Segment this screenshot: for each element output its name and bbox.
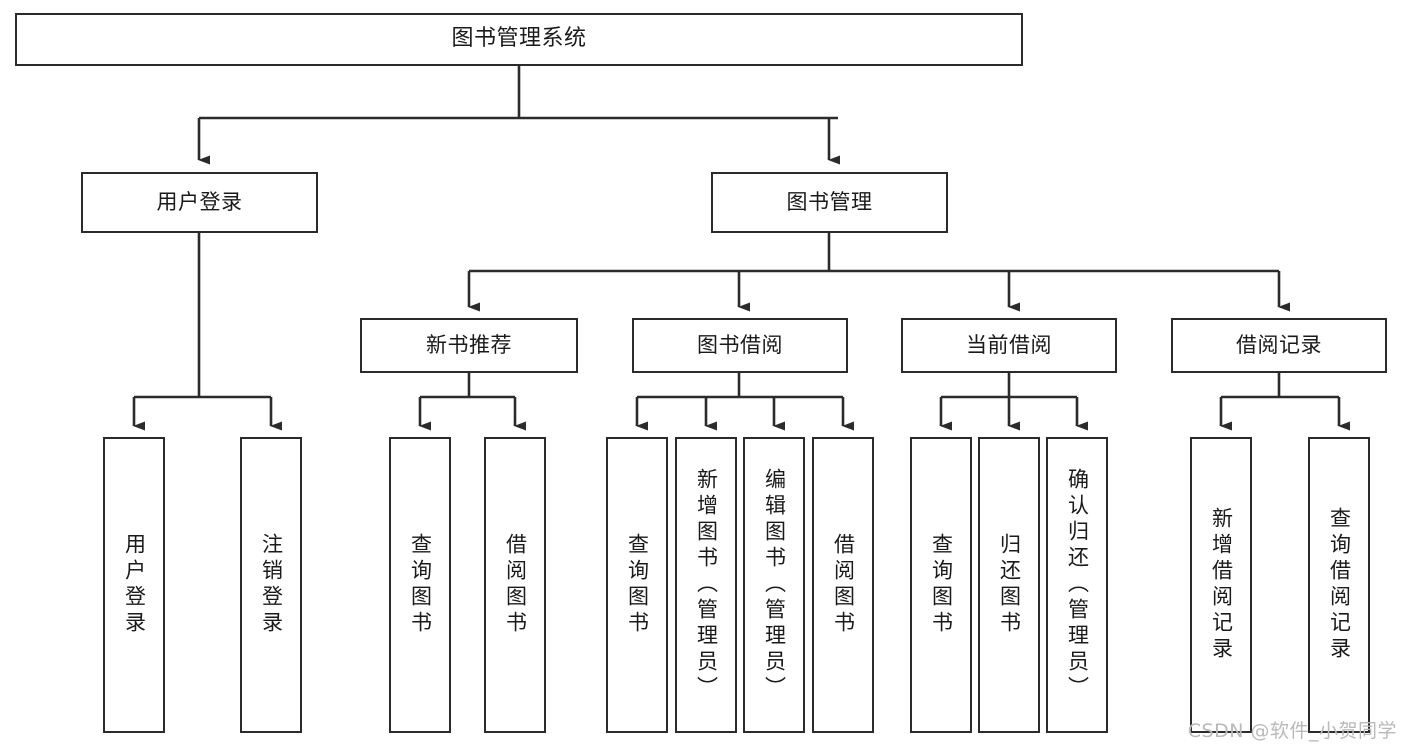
leaf-label: 归还图书 [997, 533, 1022, 637]
node-new-book-recommend[interactable]: 新书推荐 [360, 318, 578, 373]
leaf-label: 新增图书（管理员） [694, 468, 719, 702]
leaf-recommend-query-book[interactable]: 查询图书 [389, 437, 451, 733]
leaf-label: 借阅图书 [503, 533, 528, 637]
leaf-label: 编辑图书（管理员） [762, 468, 787, 702]
leaf-borrow-add-book-admin[interactable]: 新增图书（管理员） [675, 437, 737, 733]
leaf-user-login-login[interactable]: 用户登录 [103, 437, 165, 733]
leaf-label: 用户登录 [122, 533, 147, 637]
leaf-label: 查询图书 [929, 533, 954, 637]
leaf-current-confirm-return-admin[interactable]: 确认归还（管理员） [1046, 437, 1108, 733]
leaf-label: 新增借阅记录 [1209, 507, 1234, 663]
node-borrow-record[interactable]: 借阅记录 [1171, 318, 1387, 373]
leaf-borrow-borrow-book[interactable]: 借阅图书 [812, 437, 874, 733]
node-user-login[interactable]: 用户登录 [81, 172, 318, 233]
leaf-record-query-record[interactable]: 查询借阅记录 [1308, 437, 1370, 733]
leaf-label: 查询借阅记录 [1327, 507, 1352, 663]
leaf-label: 查询图书 [625, 533, 650, 637]
leaf-label: 借阅图书 [831, 533, 856, 637]
leaf-recommend-borrow-book[interactable]: 借阅图书 [484, 437, 546, 733]
node-root-system[interactable]: 图书管理系统 [15, 13, 1023, 66]
node-current-borrow[interactable]: 当前借阅 [901, 318, 1117, 373]
leaf-label: 查询图书 [408, 533, 433, 637]
node-book-management[interactable]: 图书管理 [711, 172, 948, 233]
leaf-label: 确认归还（管理员） [1065, 468, 1090, 702]
node-book-borrow[interactable]: 图书借阅 [632, 318, 848, 373]
leaf-current-return-book[interactable]: 归还图书 [978, 437, 1040, 733]
leaf-record-add-record[interactable]: 新增借阅记录 [1190, 437, 1252, 733]
leaf-user-login-logout[interactable]: 注销登录 [240, 437, 302, 733]
leaf-label: 注销登录 [259, 533, 284, 637]
watermark-text: CSDN @软件_小贺同学 [1187, 720, 1397, 742]
leaf-current-query-book[interactable]: 查询图书 [910, 437, 972, 733]
leaf-borrow-query-book[interactable]: 查询图书 [606, 437, 668, 733]
leaf-borrow-edit-book-admin[interactable]: 编辑图书（管理员） [743, 437, 805, 733]
